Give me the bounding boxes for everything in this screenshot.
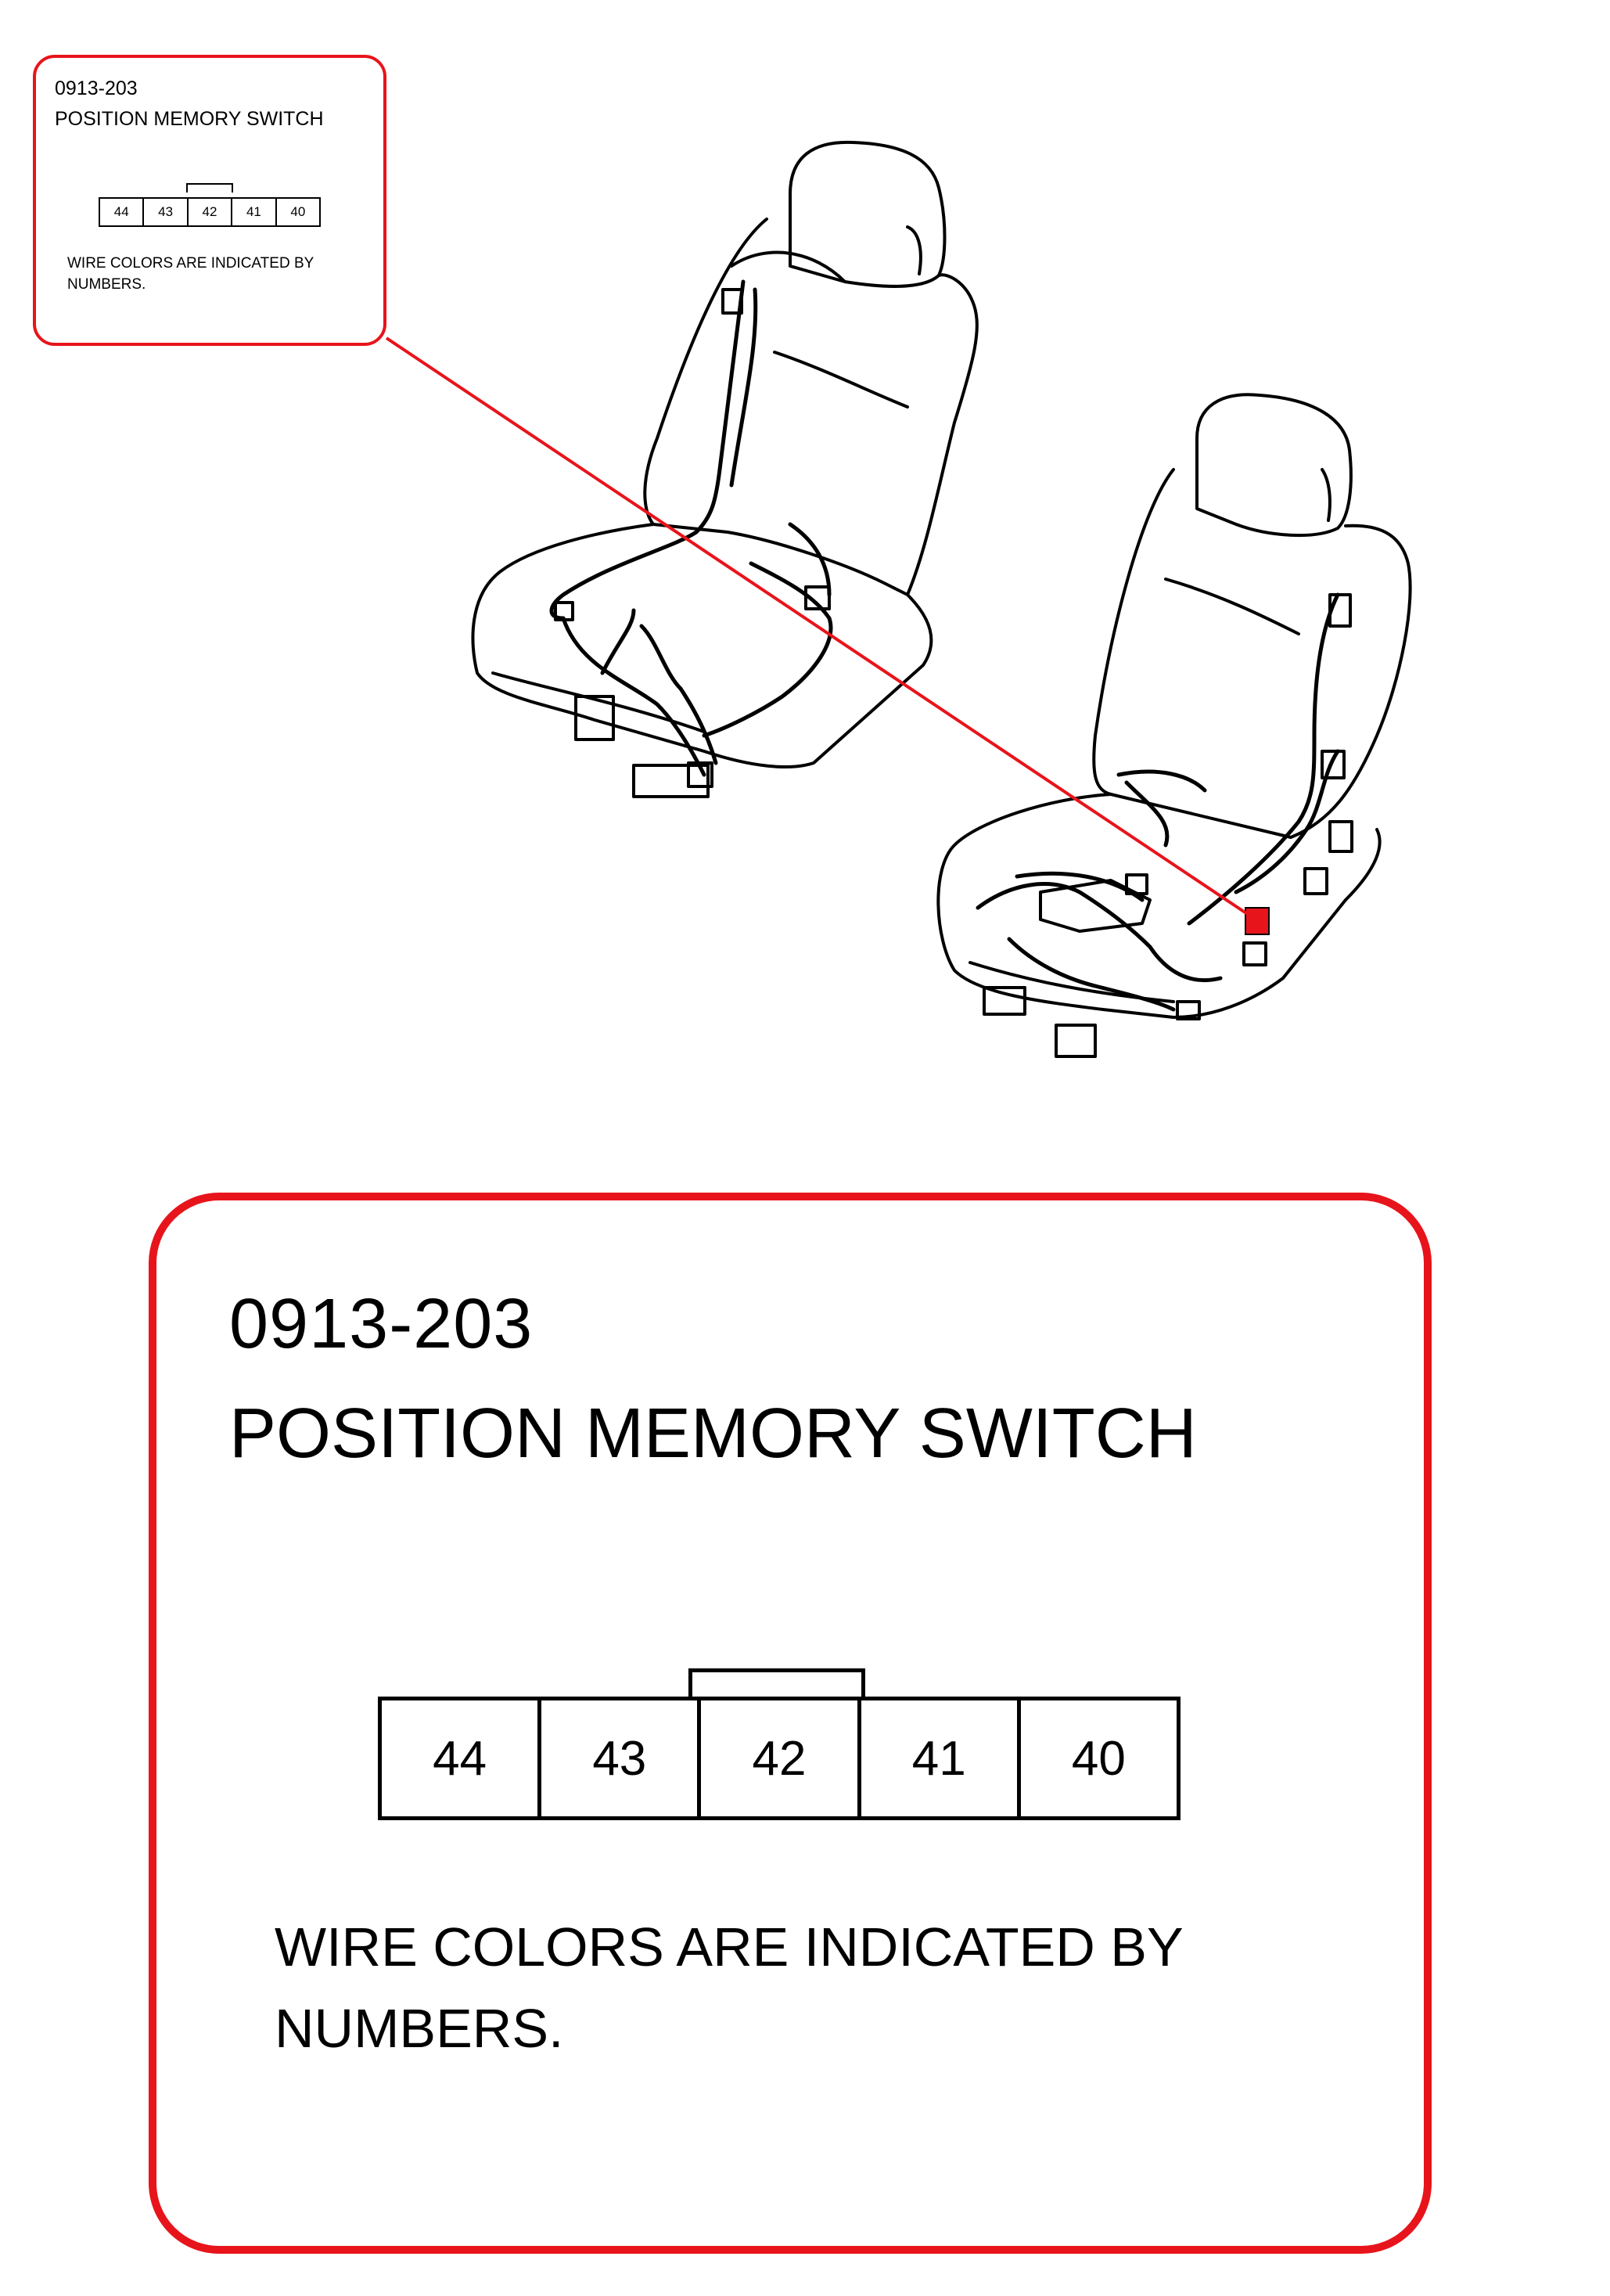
right-seat-cushion: [936, 793, 1382, 1019]
pin-40: 40: [1071, 1731, 1126, 1786]
right-seat-headrest: [1195, 393, 1353, 538]
left-seat-cushion: [471, 523, 933, 768]
right-seat-backrest: [1092, 468, 1412, 839]
left-seat-connector-bottom: [632, 764, 710, 798]
pin-41: 41: [861, 1700, 1021, 1816]
pin-43: 43: [541, 1700, 702, 1816]
left-seat: [471, 140, 979, 798]
callout-small-code: 0913-203: [55, 77, 138, 99]
seat-illustration: [385, 140, 1412, 1058]
pin-44: 44: [382, 1700, 542, 1816]
connector-highlight-icon: [1245, 907, 1270, 935]
callout-small-connector: 44 43 42 41 40: [99, 197, 321, 227]
pin: 43: [144, 199, 189, 225]
callout-small-name: POSITION MEMORY SWITCH: [55, 108, 324, 130]
left-seat-headrest: [789, 140, 947, 288]
pin: 42: [189, 199, 233, 225]
callout-large-name: POSITION MEMORY SWITCH: [229, 1395, 1197, 1473]
left-seat-connector-top: [721, 288, 743, 315]
callout-large-connector: 44 43 42 41 40: [378, 1697, 1181, 1820]
callout-small-note: WIRE COLORS ARE INDICATED BY NUMBERS.: [67, 255, 314, 293]
callout-large: [149, 1193, 1432, 2254]
callout-large-code: 0913-203: [229, 1285, 534, 1363]
left-seat-backrest: [643, 218, 979, 596]
pin: 44: [100, 199, 145, 225]
right-seat: [936, 393, 1412, 1058]
callout-small: [33, 55, 386, 346]
pin: 41: [232, 199, 277, 225]
callout-small-connector-latch: [186, 183, 233, 193]
callout-leader-line: [385, 336, 1257, 921]
right-seat-module: [1039, 879, 1152, 933]
pin-42: 42: [701, 1700, 861, 1816]
callout-large-note: WIRE COLORS ARE INDICATED BY NUMBERS.: [275, 1916, 1183, 2059]
pin: 40: [290, 204, 306, 219]
callout-large-connector-latch: [688, 1668, 865, 1697]
